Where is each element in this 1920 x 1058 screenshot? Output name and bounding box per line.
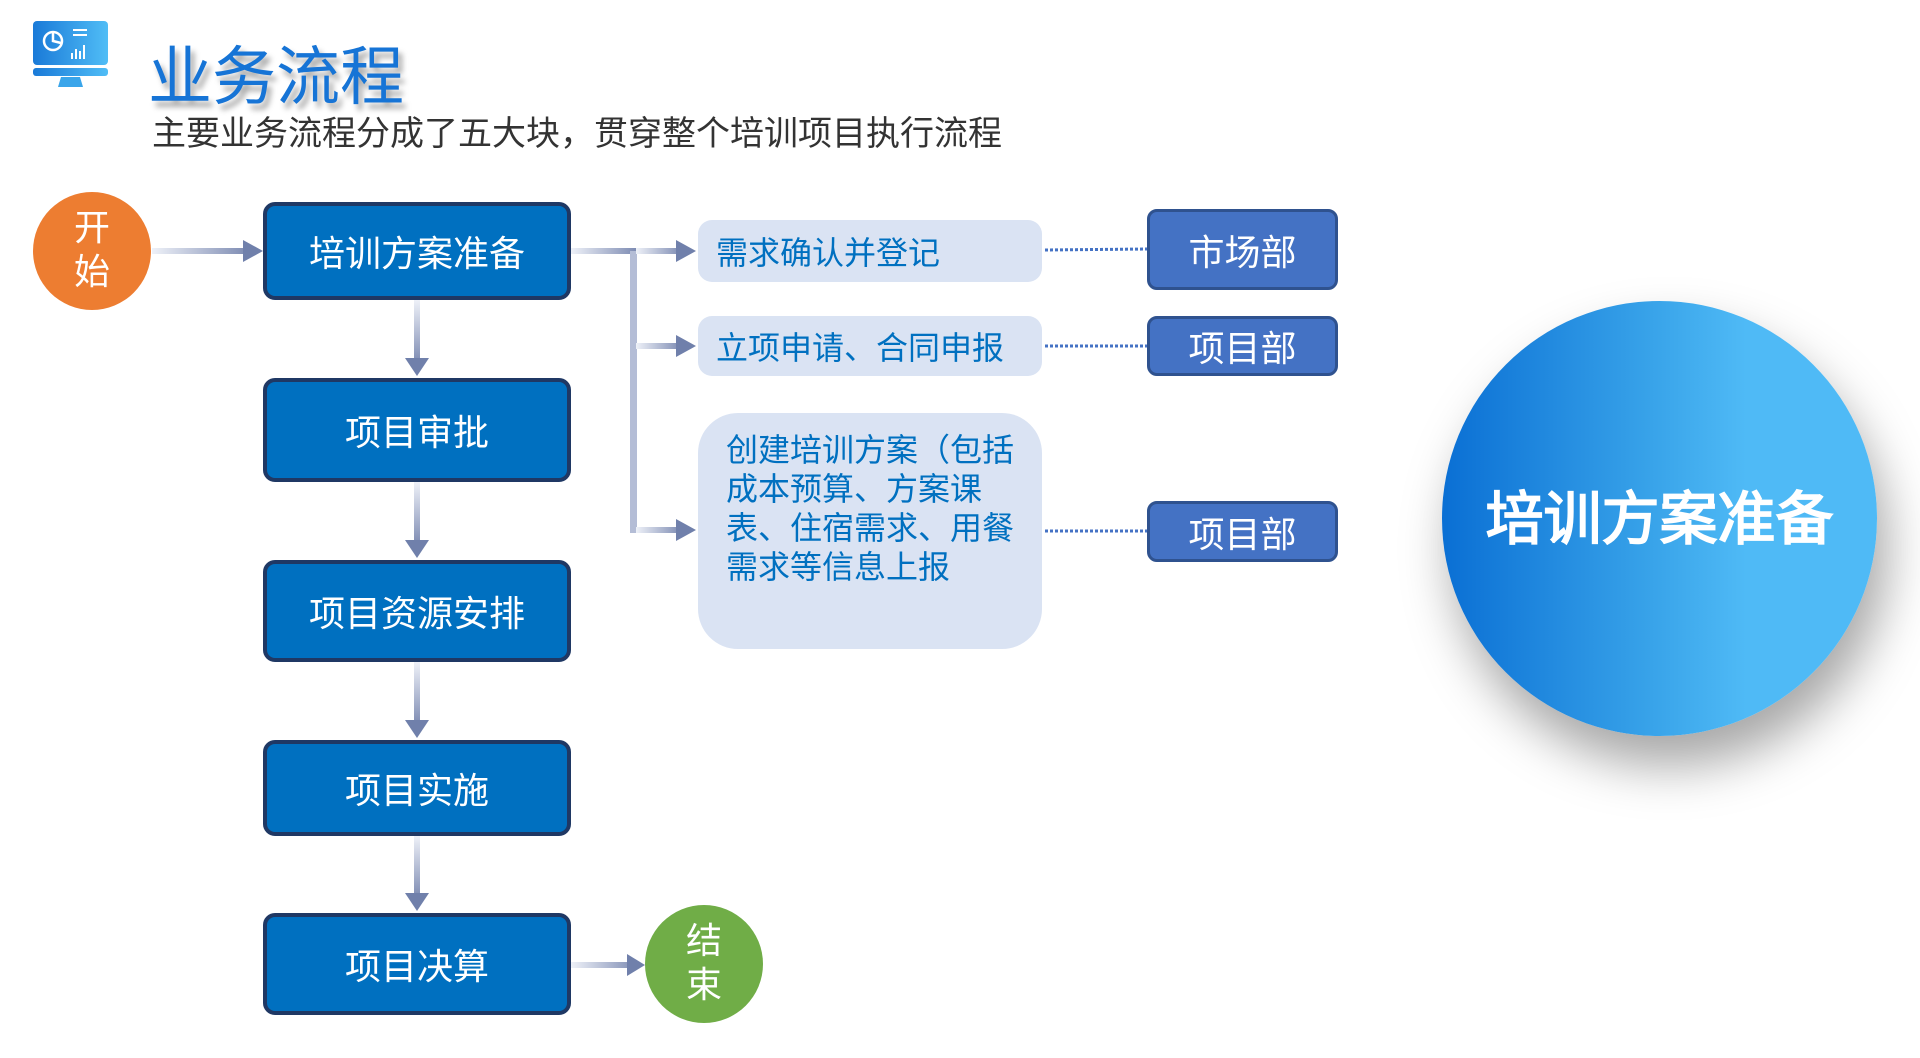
page-title: 业务流程: [148, 41, 404, 115]
task-create-plan: 创建培训方案（包括成本预算、方案课表、住宿需求、用餐需求等信息上报: [698, 413, 1042, 649]
down-arrows: [405, 300, 429, 911]
page-subtitle: 主要业务流程分成了五大块，贯穿整个培训项目执行流程: [152, 114, 1002, 154]
step-project-approval[interactable]: 项目审批: [263, 378, 571, 482]
dept-marketing: 市场部: [1147, 209, 1338, 290]
step-settlement[interactable]: 项目决算: [263, 913, 571, 1015]
dotted-links: [1044, 247, 1148, 533]
step-implementation[interactable]: 项目实施: [263, 740, 571, 836]
step-resource-arrangement[interactable]: 项目资源安排: [263, 560, 571, 662]
branch-connector: [571, 240, 696, 541]
dept-project-1: 项目部: [1147, 316, 1338, 376]
start-node: 开 始: [33, 192, 151, 310]
task-create-plan-text: 创建培训方案（包括成本预算、方案课表、住宿需求、用餐需求等信息上报: [726, 431, 1015, 586]
task-requirement-confirm: 需求确认并登记: [698, 220, 1042, 282]
end-node: 结 束: [645, 905, 763, 1023]
highlight-circle: 培训方案准备: [1442, 301, 1877, 736]
task-project-application: 立项申请、合同申报: [698, 316, 1042, 376]
monitor-chart-icon: [33, 21, 108, 89]
dept-project-2: 项目部: [1147, 501, 1338, 562]
end-arrow: [571, 954, 645, 976]
step-training-plan[interactable]: 培训方案准备: [263, 202, 571, 300]
start-arrow: [152, 240, 263, 262]
